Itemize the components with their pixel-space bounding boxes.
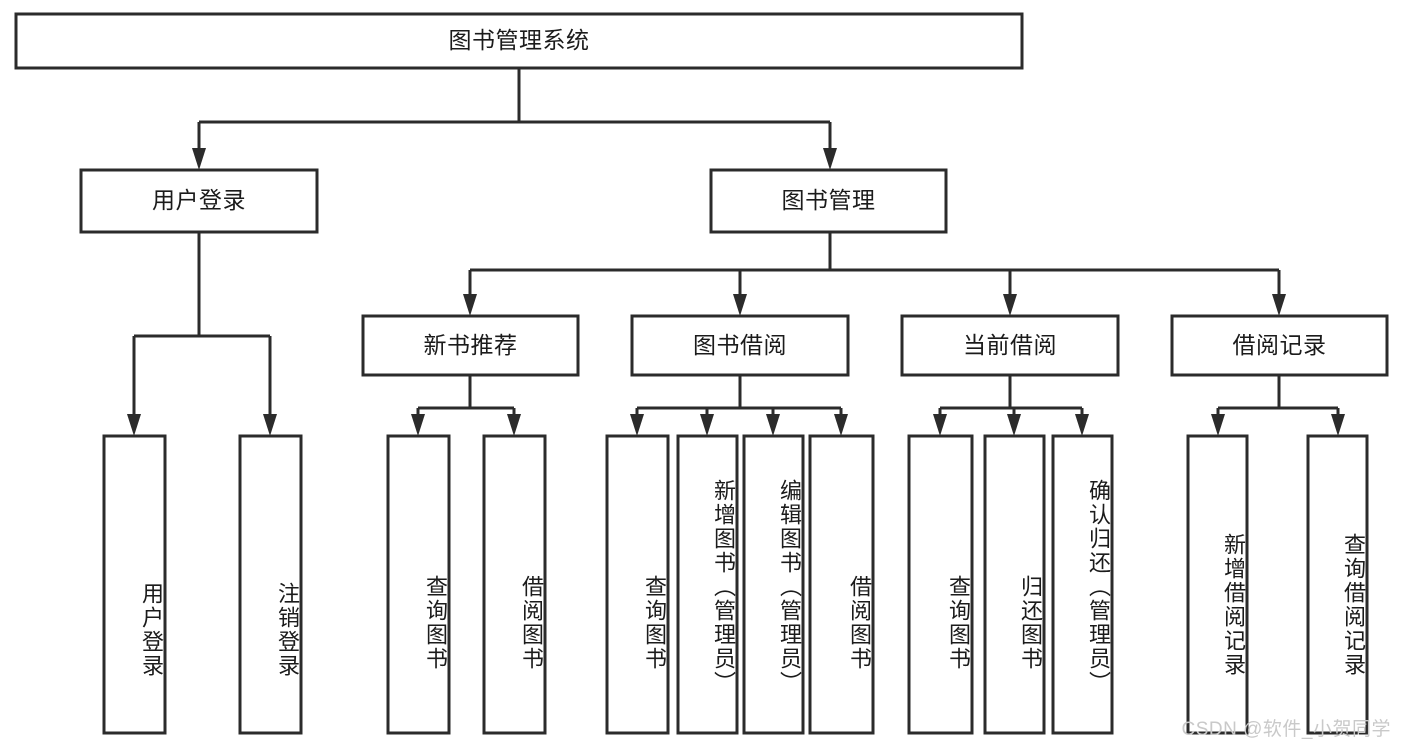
- node-box-leaf-confirm-return[interactable]: [1051, 434, 1114, 735]
- node-box-user-login[interactable]: [79, 168, 319, 234]
- arrowhead-new-book: [463, 294, 477, 316]
- node-box-leaf-query-book-3[interactable]: [907, 434, 974, 735]
- arrowhead-leaf-borrow-book-2: [834, 414, 848, 436]
- connector-group-book-mgmt: [463, 232, 1286, 316]
- arrowhead-book-mgmt: [823, 148, 837, 170]
- arrowhead-leaf-add-record: [1211, 414, 1225, 436]
- arrowhead-user-login: [192, 148, 206, 170]
- node-box-leaf-return-book[interactable]: [983, 434, 1046, 735]
- arrowhead-leaf-query-book-1: [411, 414, 425, 436]
- node-box-leaf-query-book-1[interactable]: [386, 434, 451, 735]
- node-box-borrow-record[interactable]: [1170, 314, 1389, 377]
- node-box-root[interactable]: [14, 12, 1024, 70]
- node-box-leaf-logout[interactable]: [238, 434, 303, 735]
- arrowhead-borrow-record: [1272, 294, 1286, 316]
- arrowhead-leaf-borrow-book-1: [507, 414, 521, 436]
- arrowhead-borrow: [733, 294, 747, 316]
- node-box-leaf-borrow-book-2[interactable]: [808, 434, 875, 735]
- node-box-book-borrow[interactable]: [630, 314, 850, 377]
- node-box-leaf-edit-book[interactable]: [742, 434, 805, 735]
- arrowhead-leaf-user-login: [127, 414, 141, 436]
- arrowhead-current-borrow: [1003, 294, 1017, 316]
- arrowhead-leaf-edit-book: [766, 414, 780, 436]
- connector-group-current-borrow: [933, 375, 1089, 436]
- arrowhead-leaf-query-record: [1331, 414, 1345, 436]
- node-box-new-book-recommend[interactable]: [361, 314, 580, 377]
- node-box-leaf-query-record[interactable]: [1306, 434, 1369, 735]
- connector-group-user-login: [127, 232, 277, 436]
- connector-group-borrow-record: [1211, 375, 1345, 436]
- arrowhead-leaf-query-book-3: [933, 414, 947, 436]
- node-box-leaf-add-book[interactable]: [676, 434, 739, 735]
- node-box-leaf-borrow-book-1[interactable]: [482, 434, 547, 735]
- arrowhead-leaf-return-book: [1007, 414, 1021, 436]
- arrowhead-leaf-confirm-return: [1075, 414, 1089, 436]
- node-box-leaf-query-book-2[interactable]: [605, 434, 670, 735]
- connector-group-root: [192, 68, 837, 170]
- node-box-leaf-add-record[interactable]: [1186, 434, 1249, 735]
- connector-group-new-book: [411, 375, 521, 436]
- node-box-book-management[interactable]: [709, 168, 948, 234]
- arrowhead-leaf-query-book-2: [630, 414, 644, 436]
- connector-group-borrow: [630, 375, 848, 436]
- node-box-leaf-user-login[interactable]: [102, 434, 167, 735]
- arrowhead-leaf-add-book: [700, 414, 714, 436]
- arrowhead-leaf-logout: [263, 414, 277, 436]
- node-box-current-borrow[interactable]: [900, 314, 1120, 377]
